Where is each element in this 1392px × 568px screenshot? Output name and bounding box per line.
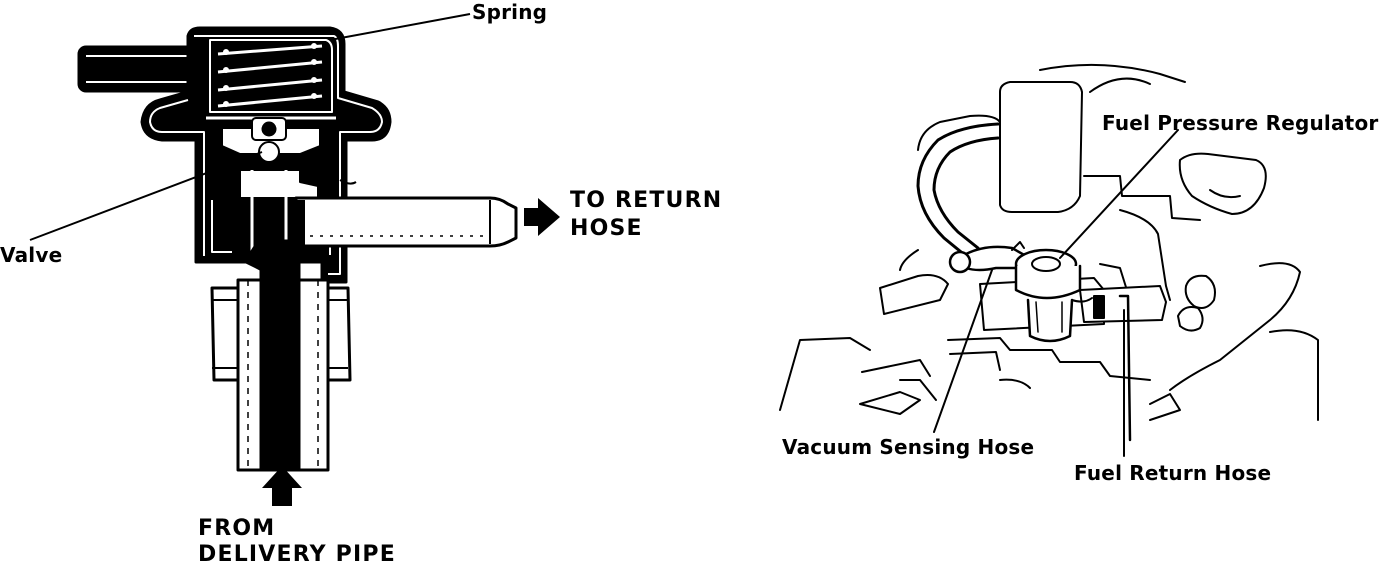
fuel-pressure-regulator-label: Fuel Pressure Regulator <box>1102 111 1379 135</box>
vacuum-nipple <box>77 45 199 93</box>
inlet-pipe <box>236 200 330 472</box>
spring-label: Spring <box>472 0 548 24</box>
to-return-hose-label-line1: TO RETURN <box>570 188 723 213</box>
regulator-leader-line <box>1059 129 1179 259</box>
engine-outline <box>999 63 1186 213</box>
spring-leader-line <box>329 13 471 41</box>
valve-label: Valve <box>0 243 63 267</box>
return-flow-arrow <box>524 198 560 236</box>
from-delivery-pipe-label-line1: FROM <box>198 516 276 541</box>
engine-installation-view <box>779 63 1319 457</box>
vacuum-hose-leader-line <box>933 269 993 433</box>
vacuum-sensing-hose-label: Vacuum Sensing Hose <box>782 435 1035 459</box>
regulator-cross-section <box>29 13 560 506</box>
from-delivery-pipe-label-line2: DELIVERY PIPE <box>198 542 396 567</box>
return-outlet-pipe <box>294 179 518 248</box>
vacuum-sensing-hose <box>916 122 1028 274</box>
valve-leader-line <box>29 151 263 241</box>
spring-coil-ends <box>223 43 317 107</box>
inlet-flow-arrow <box>262 466 302 506</box>
to-return-hose-label-line2: HOSE <box>570 216 643 241</box>
fuel-return-hose <box>1118 294 1132 442</box>
fuel-return-hose-label: Fuel Return Hose <box>1074 461 1272 485</box>
spring-coils <box>217 39 323 108</box>
